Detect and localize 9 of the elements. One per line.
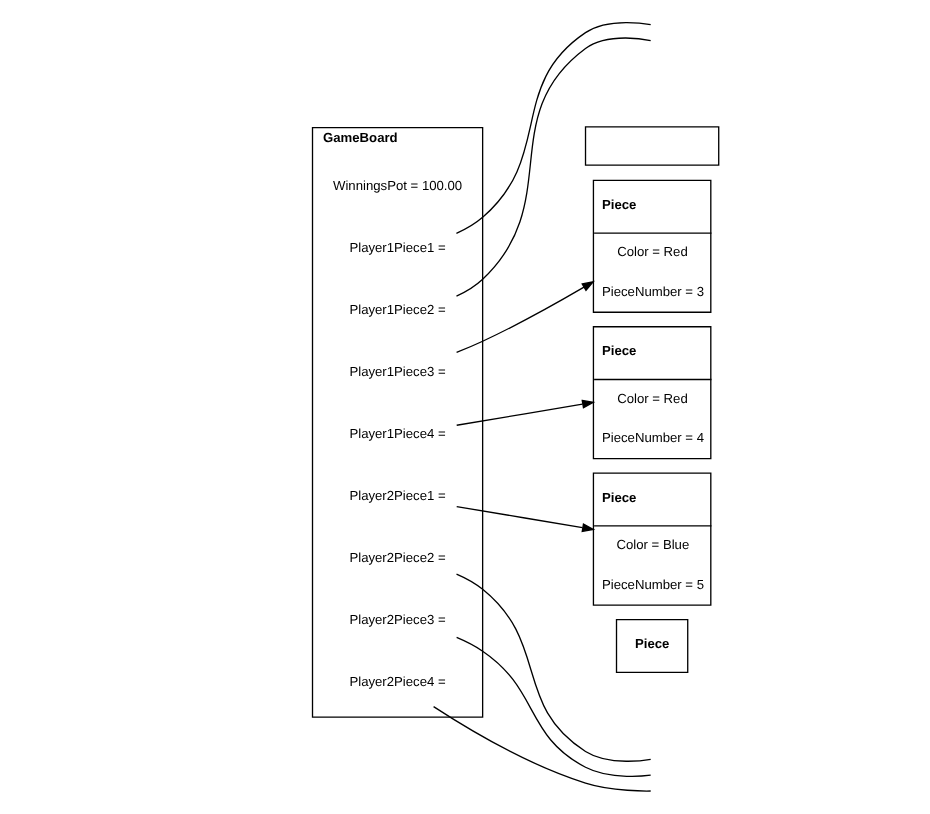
connector [454,573,651,762]
connector [454,21,651,235]
arrow [454,280,594,354]
connector [454,37,651,297]
connector [431,706,651,792]
arrow [455,399,595,426]
connector [454,636,651,777]
arrow [455,505,595,533]
node-box [583,126,719,166]
